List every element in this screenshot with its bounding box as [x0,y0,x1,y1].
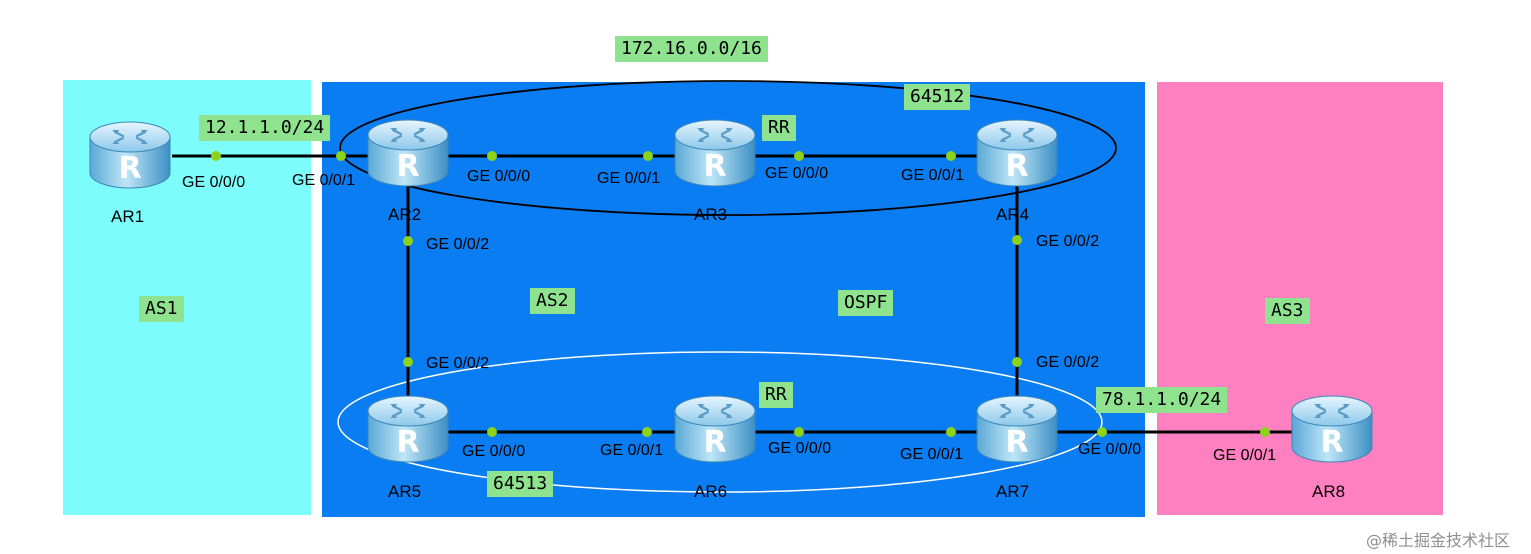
port-dot [1097,427,1107,437]
port-dot [1012,235,1022,245]
port-dot [1012,357,1022,367]
router-icon[interactable] [1290,394,1374,464]
ospf-label: OSPF [838,290,894,316]
port-dot [211,151,221,161]
confederation-64512-ellipse [339,80,1117,216]
as2-subnet-label: 172.16.0.0/16 [615,36,768,62]
router-icon[interactable] [673,394,757,464]
port-dot [1260,427,1270,437]
interface-label: GE 0/0/1 [1213,447,1277,464]
router-icon[interactable] [975,118,1059,188]
port-dot [642,427,652,437]
port-dot [336,151,346,161]
watermark: @稀土掘金技术社区 [1366,531,1511,550]
confederation-upper-label: 64512 [904,84,971,110]
rr-ar3-label: RR [762,115,796,141]
port-dot [946,151,956,161]
interface-label: GE 0/0/1 [900,446,964,463]
subnet-ar1-ar2-label: 12.1.1.0/24 [199,115,331,141]
router-name-ar8: AR8 [1312,482,1346,501]
interface-label: GE 0/0/2 [426,355,490,372]
interface-label: GE 0/0/1 [901,167,965,184]
router-name-ar4: AR4 [996,205,1030,224]
interface-label: GE 0/0/0 [467,168,531,185]
router-name-ar3: AR3 [694,205,728,224]
interface-label: GE 0/0/0 [765,165,829,182]
interface-label: GE 0/0/1 [292,172,356,189]
confederation-64513-ellipse [337,351,1103,493]
interface-label: GE 0/0/0 [182,174,246,191]
router-name-ar6: AR6 [694,482,728,501]
port-dot [487,427,497,437]
confederation-lower-label: 64513 [487,471,554,497]
rr-ar6-label: RR [759,382,793,408]
port-dot [403,357,413,367]
interface-label: GE 0/0/1 [597,170,661,187]
router-name-ar1: AR1 [111,207,145,226]
interface-label: GE 0/0/0 [768,440,832,457]
port-dots [211,151,1270,437]
port-dot [794,151,804,161]
router-name-ar7: AR7 [996,482,1030,501]
router-icon[interactable] [975,394,1059,464]
router-icon[interactable] [673,118,757,188]
as1-label: AS1 [139,296,184,322]
router-name-ar5: AR5 [388,482,422,501]
subnet-ar7-ar8-label: 78.1.1.0/24 [1096,387,1228,413]
router-icon[interactable] [366,394,450,464]
as3-label: AS3 [1265,298,1310,324]
interface-label: GE 0/0/2 [426,236,490,253]
port-dot [487,151,497,161]
as2-label: AS2 [530,288,575,314]
port-dot [403,236,413,246]
port-dot [794,427,804,437]
interface-label: GE 0/0/2 [1036,354,1100,371]
router-icon[interactable] [88,120,172,190]
interface-label: GE 0/0/1 [600,442,664,459]
router-icon[interactable] [366,118,450,188]
port-dot [946,427,956,437]
interface-label: GE 0/0/2 [1036,233,1100,250]
interface-label: GE 0/0/0 [462,443,526,460]
port-dot [643,151,653,161]
router-name-ar2: AR2 [388,205,422,224]
interface-label: GE 0/0/0 [1078,441,1142,458]
